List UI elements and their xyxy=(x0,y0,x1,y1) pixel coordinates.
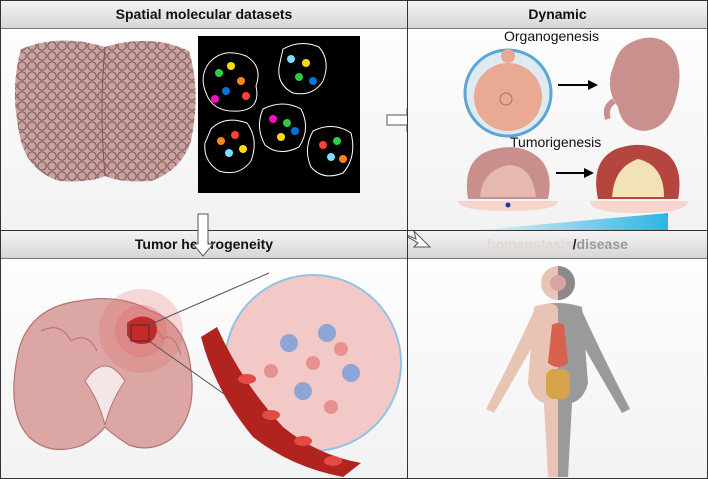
panel-homeostasis: homeostasis/disease xyxy=(407,230,708,479)
embryo-icon xyxy=(603,37,680,131)
arrow-right-icon xyxy=(558,80,598,90)
tumorigenesis-label: Tumorigenesis xyxy=(510,134,602,150)
cell-cluster-icon xyxy=(198,36,360,193)
separator-label: / xyxy=(572,236,577,252)
panel-spatial-title: Spatial molecular datasets xyxy=(1,1,407,29)
arrow-diagonal-icon xyxy=(408,231,432,248)
panel-tumor: Tumor heterogeneity xyxy=(0,230,408,479)
panel-homeostasis-title: homeostasis/disease xyxy=(408,231,707,259)
panel-spatial: Spatial molecular datasets xyxy=(0,0,408,231)
arrow-right-icon xyxy=(386,107,407,133)
arrow-right-icon xyxy=(556,168,594,178)
tumor-region-icon xyxy=(99,289,183,373)
disease-label: disease xyxy=(576,236,628,252)
homeostasis-graphics xyxy=(408,231,630,477)
gradient-ramp xyxy=(479,213,668,230)
spot-grid-tissue xyxy=(15,40,196,182)
human-body-icon xyxy=(486,266,630,477)
tumor-graphics xyxy=(13,272,402,477)
homeostasis-label: homeostasis xyxy=(487,236,573,252)
blood-vessel-icon xyxy=(201,274,402,477)
organogenesis-label: Organogenesis xyxy=(504,28,599,44)
tissue-fold-icon xyxy=(458,144,688,213)
panel-dynamic: Dynamic Organogenesis Tumorigenesis xyxy=(407,0,708,231)
egg-icon xyxy=(463,48,553,138)
spatial-graphics xyxy=(15,36,407,193)
panel-dynamic-title: Dynamic xyxy=(408,1,707,29)
dynamic-graphics xyxy=(458,37,688,230)
